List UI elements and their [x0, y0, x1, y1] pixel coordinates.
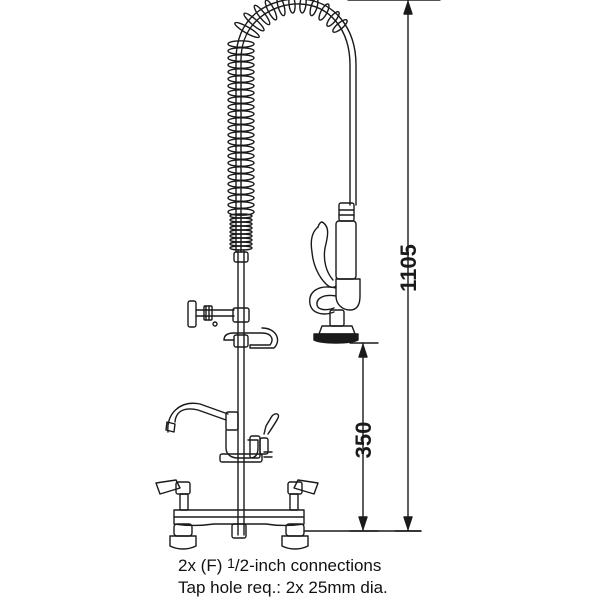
dimension-lines — [304, 0, 441, 532]
dimension-spray-label: 350 — [351, 422, 376, 459]
spring-ring — [234, 21, 260, 39]
wall-bracket — [187, 300, 235, 328]
dimension-overall-label: 1105 — [396, 244, 421, 292]
mixing-base — [155, 479, 319, 550]
spring-ring — [227, 40, 255, 48]
spring-coil — [227, 0, 348, 251]
caption-connections: 2x (F) 1/2-inch connections — [178, 555, 382, 576]
spring-ring — [243, 12, 265, 32]
caption-fraction-numerator: 1 — [227, 555, 235, 571]
spray-valve — [309, 202, 361, 344]
hose-hook — [223, 327, 279, 349]
spring-ring — [299, 0, 307, 14]
caption-tap-hole: Tap hole req.: 2x 25mm dia. — [178, 578, 388, 597]
riser-column — [232, 249, 250, 536]
spring-ring — [288, 0, 296, 14]
caption-prefix: 2x (F) — [178, 556, 228, 575]
spring-ring — [253, 4, 271, 26]
spring-guide — [235, 0, 357, 253]
caption-connections-text: /2-inch connections — [234, 556, 382, 575]
addon-faucet — [165, 402, 280, 463]
